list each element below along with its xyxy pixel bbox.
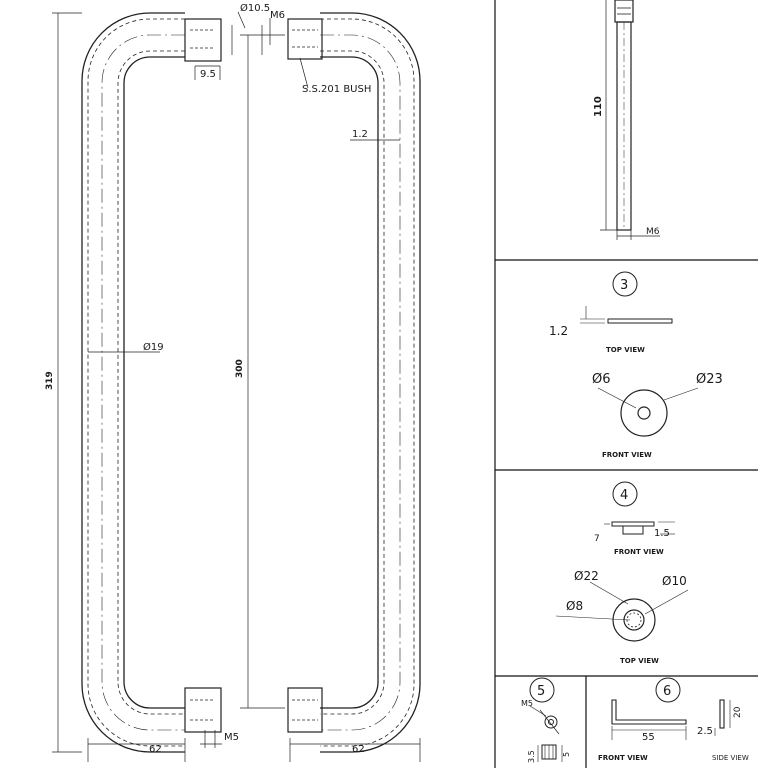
part6-drawing xyxy=(611,677,731,740)
part6-dim-leg: 2.5 xyxy=(697,726,713,737)
part5-number: 5 xyxy=(537,684,545,699)
part5-dim-a: 3.5 xyxy=(527,750,536,763)
dim-depth-left: 62 xyxy=(149,744,162,755)
handle-dimension-lines xyxy=(52,11,421,762)
dim-wall: 1.2 xyxy=(352,129,368,140)
frame-lines xyxy=(494,0,758,768)
part3-drawing xyxy=(580,271,699,437)
part5-dim-b: 5 xyxy=(562,752,571,757)
part5-drawing xyxy=(529,677,563,762)
part6-front-view: FRONT VIEW xyxy=(598,754,648,762)
label-bush: S.S.201 BUSH xyxy=(302,84,371,95)
part3-top-view: TOP VIEW xyxy=(606,346,645,354)
dim-center-height: 300 xyxy=(235,359,245,378)
part6-number: 6 xyxy=(663,684,671,699)
part3-dim-inner: Ø6 xyxy=(592,372,611,387)
part3-front-view: FRONT VIEW xyxy=(602,451,652,459)
part3-dim-thickness: 1.2 xyxy=(549,324,568,338)
rod-dim-thread: M6 xyxy=(646,227,660,237)
part4-drawing xyxy=(555,481,689,642)
left-handle xyxy=(81,12,222,753)
part4-dim-height: 1.5 xyxy=(654,528,670,539)
part4-front-view: FRONT VIEW xyxy=(614,548,664,556)
dim-thread-bottom: M5 xyxy=(224,732,239,743)
dim-depth-right: 62 xyxy=(352,744,365,755)
right-handle xyxy=(287,12,421,753)
part3-number: 3 xyxy=(620,278,628,293)
dim-thread-top: M6 xyxy=(270,10,285,21)
part4-dim-small: 7 xyxy=(594,534,600,544)
rod-drawing xyxy=(600,0,660,240)
part6-dim-height: 20 xyxy=(733,706,743,718)
part4-dim-hole: Ø8 xyxy=(566,599,583,613)
part6-side-view: SIDE VIEW xyxy=(712,754,749,762)
dim-overall-height: 319 xyxy=(45,371,55,390)
part4-top-view: TOP VIEW xyxy=(620,657,659,665)
part4-dim-inner: Ø10 xyxy=(662,574,687,588)
part4-number: 4 xyxy=(620,488,628,503)
rod-dim-length: 110 xyxy=(593,96,604,117)
part3-dim-outer: Ø23 xyxy=(696,372,723,387)
part5-dim-thread: M5 xyxy=(521,699,533,708)
part6-dim-length: 55 xyxy=(642,732,655,743)
dim-collar-len: 9.5 xyxy=(200,69,216,80)
dim-bore-top: Ø10.5 xyxy=(240,2,270,14)
dim-tube-dia: Ø19 xyxy=(143,341,164,353)
part4-dim-outer: Ø22 xyxy=(574,569,599,583)
